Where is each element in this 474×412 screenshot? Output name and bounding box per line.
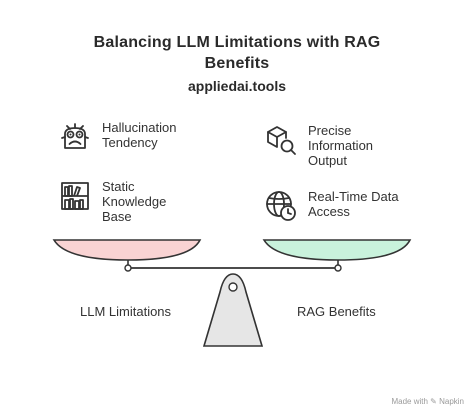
fulcrum-pivot — [228, 282, 238, 292]
label-line: Information — [308, 138, 374, 153]
item-static-knowledge-base: Static Knowledge Base — [58, 179, 166, 224]
label-line: Knowledge — [102, 194, 167, 209]
label-line: Static — [102, 179, 135, 194]
item-precise-information-output: Precise Information Output — [264, 123, 373, 168]
right-pan — [262, 239, 412, 261]
left-pivot — [124, 264, 132, 272]
label-line: Tendency — [102, 135, 158, 150]
label-line: Base — [102, 209, 132, 224]
diagram-title: Balancing LLM Limitations with RAG Benef… — [0, 32, 474, 74]
label-line: Real-Time Data — [308, 189, 399, 204]
label-line: Access — [308, 204, 350, 219]
item-label: Hallucination Tendency — [102, 120, 176, 150]
label-line: Precise — [308, 123, 352, 138]
cube-magnifier-icon — [267, 126, 296, 155]
label-line: Hallucination — [102, 120, 177, 135]
item-hallucination-tendency: Hallucination Tendency — [58, 120, 176, 154]
title-line-1: Balancing LLM Limitations with RAG — [93, 34, 381, 51]
item-label: Precise Information Output — [308, 123, 373, 168]
label-line: Output — [308, 153, 348, 168]
title-line-2: Benefits — [204, 55, 270, 72]
globe-clock-icon — [266, 191, 296, 221]
made-with-napkin-credit: Made with ✎ Napkin — [391, 397, 464, 406]
scale-stand — [202, 273, 264, 347]
left-pan — [52, 239, 202, 261]
bookshelf-icon — [61, 182, 89, 210]
right-pivot — [334, 264, 342, 272]
hallucination-monster-icon — [61, 123, 89, 149]
source-subtitle: appliedai.tools — [187, 78, 286, 94]
item-label: Real-Time Data Access — [308, 189, 399, 219]
left-side-label: LLM Limitations — [80, 304, 172, 319]
right-side-label: RAG Benefits — [297, 304, 376, 319]
item-label: Static Knowledge Base — [102, 179, 166, 224]
item-real-time-data-access: Real-Time Data Access — [264, 189, 399, 223]
